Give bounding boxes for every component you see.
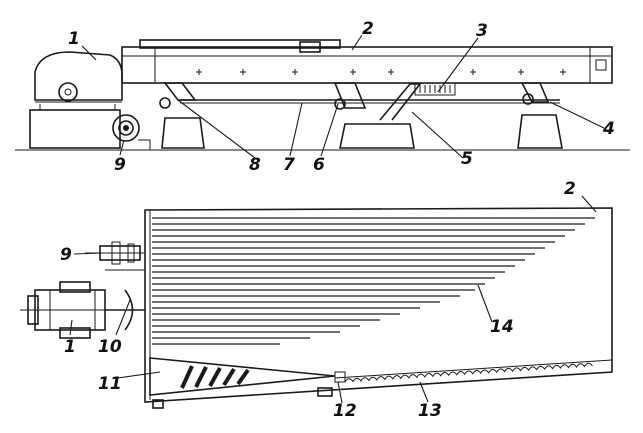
leader-10: [115, 299, 131, 336]
drive-motor-top: [59, 281, 91, 293]
leader-1-top: [81, 45, 97, 61]
callout-14: 14: [490, 317, 514, 337]
leader-6: [320, 103, 339, 157]
callout-4: 4: [602, 119, 615, 139]
drive-pulley-hub: [64, 88, 72, 96]
support-right-pedestal: [517, 114, 563, 149]
callout-5: 5: [461, 149, 473, 169]
callout-11: 11: [98, 374, 122, 394]
support-right: [517, 82, 563, 149]
callout-6: 6: [313, 155, 325, 175]
callout-10: 10: [98, 337, 122, 357]
callout-8: 8: [249, 155, 261, 175]
callout-1-bottom: 1: [64, 337, 76, 357]
callout-12: 12: [333, 401, 357, 421]
leader-9-top: [119, 139, 125, 156]
plan-view: [20, 207, 613, 409]
support-left-pedestal: [161, 117, 205, 149]
side-elevation-view: [15, 39, 630, 151]
water-channel-scallops: [344, 362, 593, 383]
drive-unit-plan: [20, 241, 145, 339]
deck-flange-left: [152, 399, 164, 409]
leader-11: [117, 371, 161, 379]
vibrator-fins: [419, 85, 451, 93]
support-mid-pedestal: [339, 123, 415, 149]
feed-box-hatching: [180, 365, 250, 389]
drive-unit-side: [29, 51, 123, 149]
table-frame-side: [121, 39, 613, 84]
support-left-arm: [163, 82, 197, 101]
callout-1-top: 1: [68, 29, 80, 49]
callout-numbers: 1 2 3 4 5 6 7 8 9 2 9 14 1 10 11 12 13: [60, 19, 615, 421]
sprocket-plan-hub-2: [127, 243, 135, 263]
linkage-strut: [379, 83, 422, 121]
callout-2-top: 2: [362, 19, 374, 39]
drive-housing: [34, 51, 123, 101]
support-left-roller: [159, 97, 171, 109]
sprocket-outer: [112, 114, 140, 142]
leader-13: [419, 381, 429, 403]
vibrator-box: [414, 83, 456, 96]
leader-3: [437, 37, 479, 93]
support-right-arm: [520, 82, 550, 103]
sprocket-step: [138, 139, 151, 150]
sprocket-plan-hub: [111, 241, 121, 265]
leader-2-top: [351, 34, 363, 51]
callout-3: 3: [476, 21, 488, 41]
water-channel: [334, 359, 613, 383]
leader-9-bottom: [73, 252, 103, 255]
feed-box: [149, 357, 336, 396]
vibrator-bracket: [414, 83, 456, 96]
table-bracket: [299, 41, 321, 53]
callout-9-top: 9: [114, 155, 126, 175]
support-right-roller: [522, 93, 534, 105]
sprocket-hub: [123, 125, 129, 131]
table-top-strip: [139, 39, 341, 49]
leader-2-bottom: [581, 195, 597, 213]
callout-leaders: [69, 34, 605, 404]
leader-5: [411, 111, 464, 159]
callout-2-bottom: 2: [564, 179, 576, 199]
drive-foundation-block: [29, 109, 121, 149]
riffle-lines: [152, 217, 595, 345]
drive-motor-end: [27, 295, 39, 325]
feed-box-wedge: [149, 357, 336, 396]
leader-7: [289, 102, 303, 157]
leader-8: [177, 99, 256, 159]
deck-valve: [334, 371, 346, 383]
deck-outline: [144, 207, 613, 403]
support-left: [159, 82, 205, 149]
callout-13: 13: [418, 401, 442, 421]
leader-14: [477, 284, 493, 323]
table-end-plate: [595, 59, 607, 71]
sprocket-inner: [118, 120, 134, 136]
table-bolts: [196, 69, 566, 75]
sprocket-side: [112, 114, 151, 150]
leader-1-bottom: [69, 319, 73, 336]
support-middle: [333, 82, 415, 149]
leader-12: [337, 381, 343, 404]
leader-4: [549, 101, 605, 129]
support-mid-roller: [334, 98, 346, 110]
drive-motor-bottom: [59, 327, 91, 339]
support-mid-arm: [333, 82, 367, 109]
table-body: [121, 46, 613, 84]
callout-7: 7: [283, 155, 295, 175]
deck-flange-mid: [317, 387, 333, 397]
drive-pulley: [58, 82, 78, 102]
water-channel-line: [334, 359, 613, 379]
callout-9-bottom: 9: [60, 245, 72, 265]
